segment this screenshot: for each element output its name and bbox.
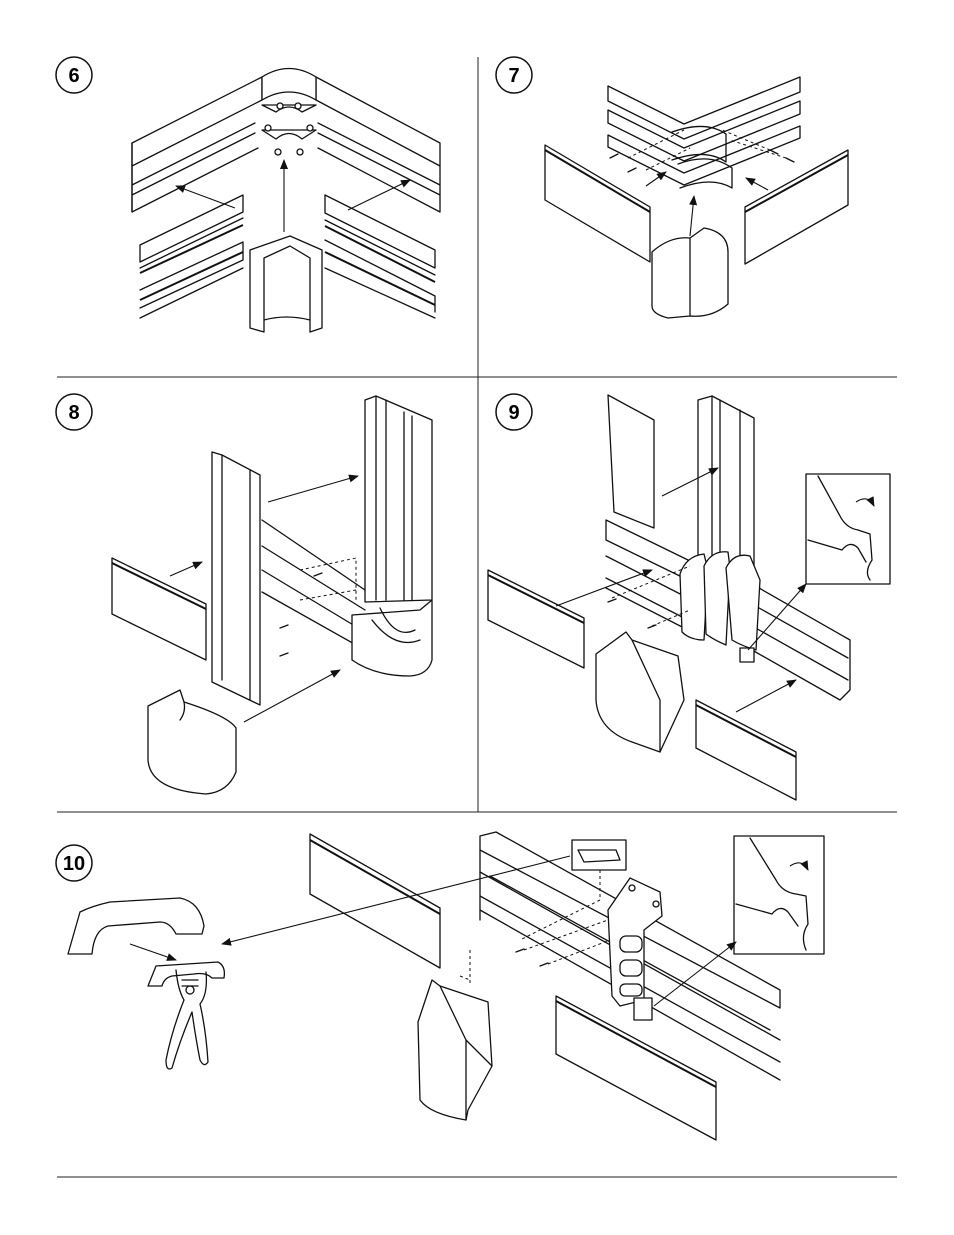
step-8-illustration (112, 396, 432, 794)
step-9-number: 9 (508, 402, 519, 424)
step-6-illustration (132, 69, 440, 333)
step-10-illustration (68, 832, 824, 1140)
step-9-illustration (488, 395, 890, 800)
step-9-badge: 9 (496, 394, 532, 430)
step-9-detail-inset (806, 474, 890, 584)
step-10-badge: 10 (56, 845, 92, 881)
step-8-number: 8 (68, 402, 79, 424)
step-6-number: 6 (68, 65, 79, 87)
step-7-illustration (545, 77, 848, 318)
step-6-badge: 6 (56, 57, 92, 93)
step-10-detail-inset (734, 836, 824, 954)
step-7-badge: 7 (496, 57, 532, 93)
step-7-number: 7 (508, 65, 519, 87)
step-8-badge: 8 (56, 394, 92, 430)
step-10-number: 10 (63, 853, 85, 875)
